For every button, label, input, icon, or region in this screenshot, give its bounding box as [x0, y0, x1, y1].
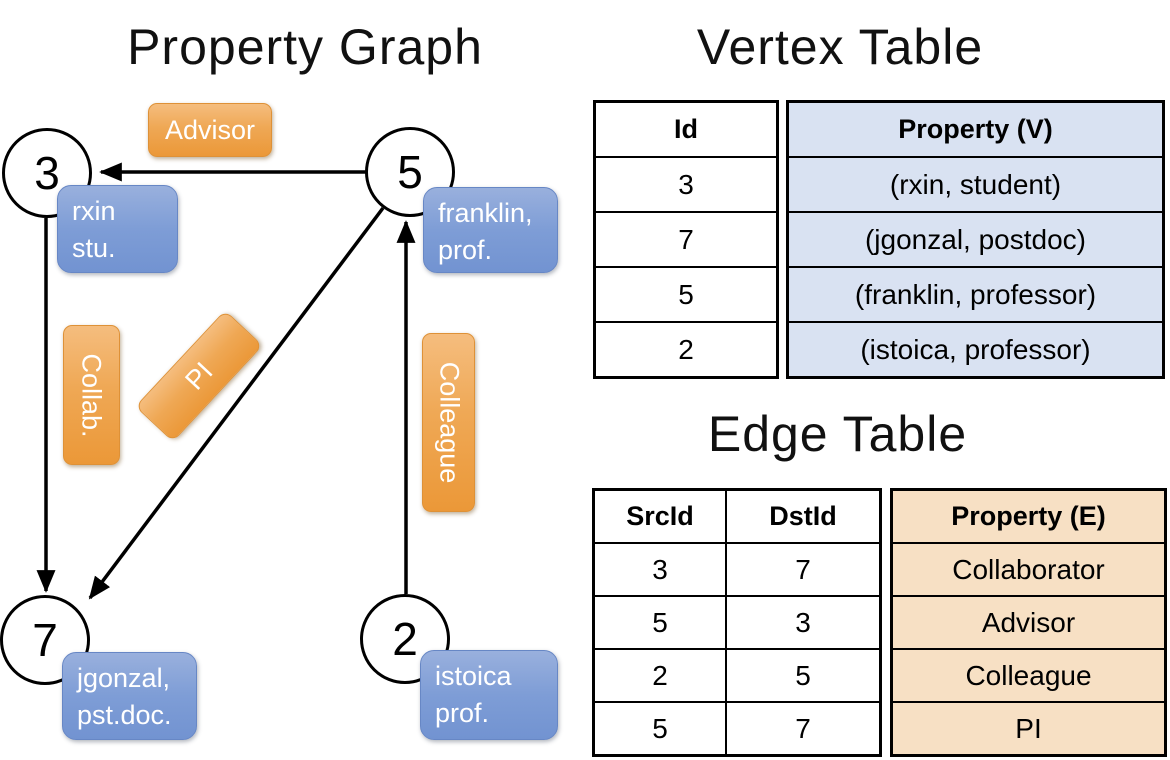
edge-table-src-cell: 2: [595, 650, 727, 701]
node-id-7: 7: [32, 614, 58, 666]
vertex-table-property-column: Property (V) (rxin, student) (jgonzal, p…: [786, 100, 1165, 379]
edge-table-src-cell: 5: [595, 597, 727, 648]
edge-arrow-5-to-7: [88, 206, 385, 600]
edge-table-property-cell: Collaborator: [893, 542, 1164, 595]
vertex-prop-3-line1: rxin: [72, 196, 116, 226]
vertex-table-id-header: Id: [674, 114, 698, 144]
edge-table-title: Edge Table: [707, 406, 968, 462]
edge-label-colleague-text: Colleague: [434, 361, 464, 484]
vertex-prop-7-line1: jgonzal,: [77, 663, 171, 693]
edge-label-pi-text: PI: [178, 356, 219, 396]
edge-label-advisor-text: Advisor: [164, 114, 256, 145]
edge-label-colleague: Colleague: [422, 333, 475, 512]
edge-table-dst-cell: 3: [795, 606, 811, 638]
vertex-prop-label-3: rxin stu.: [57, 185, 178, 273]
vertex-prop-5-line1: franklin,: [438, 198, 533, 228]
graph-edges-layer: [36, 162, 416, 600]
edge-label-collab-text: Collab.: [77, 352, 108, 438]
vertex-prop-7-line2: pst.doc.: [77, 700, 172, 730]
edge-label-advisor: Advisor: [148, 103, 272, 157]
edge-table-row: 5 7: [595, 701, 879, 754]
node-id-2: 2: [392, 613, 418, 665]
vertex-prop-5-line2: prof.: [438, 235, 493, 265]
vertex-table-property-cell: (istoica, professor): [789, 321, 1162, 376]
edge-table-property-column: Property (E) Collaborator Advisor Collea…: [890, 488, 1167, 757]
edge-table-row: 3 7: [595, 542, 879, 595]
vertex-prop-label-7: jgonzal, pst.doc.: [62, 652, 197, 740]
vertex-table-id-column: Id 3 7 5 2: [593, 100, 779, 379]
vertex-table-id-cell: 7: [596, 211, 776, 266]
edge-table-row: 2 5: [595, 648, 879, 701]
vertex-table-property-cell: (franklin, professor): [789, 266, 1162, 321]
edge-label-collab: Collab.: [63, 325, 120, 465]
vertex-table-id-cell: 3: [596, 156, 776, 211]
edge-table-property-cell: Colleague: [893, 648, 1164, 701]
edge-table-header-row: SrcId DstId: [595, 491, 879, 542]
node-id-5: 5: [397, 146, 423, 198]
edge-table-property-header: Property (E): [951, 501, 1106, 531]
edge-table-srcid-header: SrcId: [595, 491, 727, 542]
node-id-3: 3: [34, 147, 60, 199]
property-graph-title: Property Graph: [127, 19, 483, 75]
vertex-prop-2-line2: prof.: [435, 698, 490, 728]
edge-table-property-cell: Advisor: [893, 595, 1164, 648]
vertex-prop-label-2: istoica prof.: [420, 650, 558, 740]
node-circle-2: 2: [360, 594, 450, 684]
vertex-table-property-cell: (jgonzal, postdoc): [789, 211, 1162, 266]
edge-table-dst-cell: 7: [795, 553, 811, 585]
vertex-table-property-cell: (rxin, student): [789, 156, 1162, 211]
edge-table-dstid-header: DstId: [769, 501, 837, 531]
vertex-table-id-cell: 5: [596, 266, 776, 321]
edge-table-property-cell: PI: [893, 701, 1164, 754]
edge-table-dst-cell: 7: [795, 712, 811, 744]
edge-table-src-cell: 3: [595, 544, 727, 595]
vertex-table-property-header: Property (V): [898, 114, 1053, 144]
edge-table-dst-cell: 5: [795, 659, 811, 691]
node-circle-5: 5: [365, 127, 455, 217]
edge-table-src-cell: 5: [595, 703, 727, 754]
vertex-table-title: Vertex Table: [696, 19, 984, 75]
vertex-prop-2-line1: istoica: [435, 661, 512, 691]
vertex-prop-label-5: franklin, prof.: [423, 187, 558, 273]
vertex-table-id-cell: 2: [596, 321, 776, 376]
edge-table-row: 5 3: [595, 595, 879, 648]
vertex-prop-3-line2: stu.: [72, 233, 116, 263]
edge-table-src-dst-columns: SrcId DstId 3 7 5 3 2 5 5 7: [592, 488, 882, 757]
